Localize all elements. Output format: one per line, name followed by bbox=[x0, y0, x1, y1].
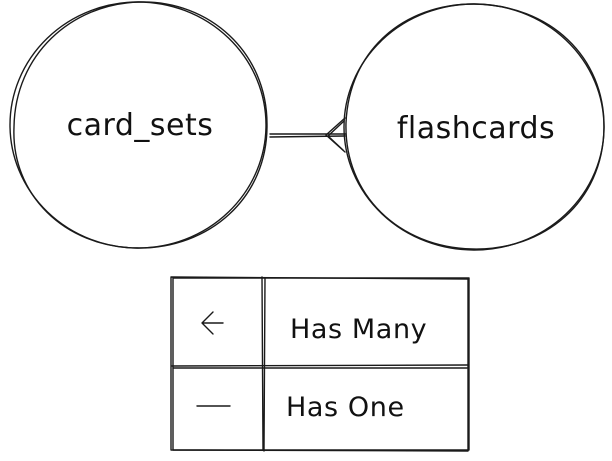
legend-table: Has Many Has One bbox=[170, 276, 470, 452]
legend-border bbox=[172, 277, 470, 451]
entity-card-sets[interactable]: card_sets bbox=[9, 1, 268, 249]
relationship-card-sets-flashcards[interactable] bbox=[269, 117, 347, 153]
legend-label-has-many: Has Many bbox=[290, 314, 427, 345]
legend-column-divider bbox=[261, 276, 264, 451]
arrow-left-icon bbox=[201, 311, 224, 335]
entity-card-sets-label: card_sets bbox=[67, 108, 214, 143]
entity-card-sets-ellipse-second-stroke bbox=[13, 1, 268, 249]
entity-flashcards-ellipse-second-stroke bbox=[345, 3, 605, 250]
crowfoot-many-icon-second-stroke bbox=[327, 120, 345, 151]
legend-row-has-many: Has Many bbox=[201, 311, 427, 345]
entity-flashcards[interactable]: flashcards bbox=[343, 3, 605, 251]
legend-row-divider bbox=[171, 364, 469, 367]
legend-row-has-one: Has One bbox=[196, 392, 405, 423]
legend-column-divider-second-stroke bbox=[263, 277, 266, 452]
relationship-line-second-stroke bbox=[269, 135, 346, 138]
legend-border-second-stroke bbox=[170, 276, 469, 452]
entity-flashcards-label: flashcards bbox=[397, 111, 555, 146]
legend-label-has-one: Has One bbox=[286, 392, 405, 423]
